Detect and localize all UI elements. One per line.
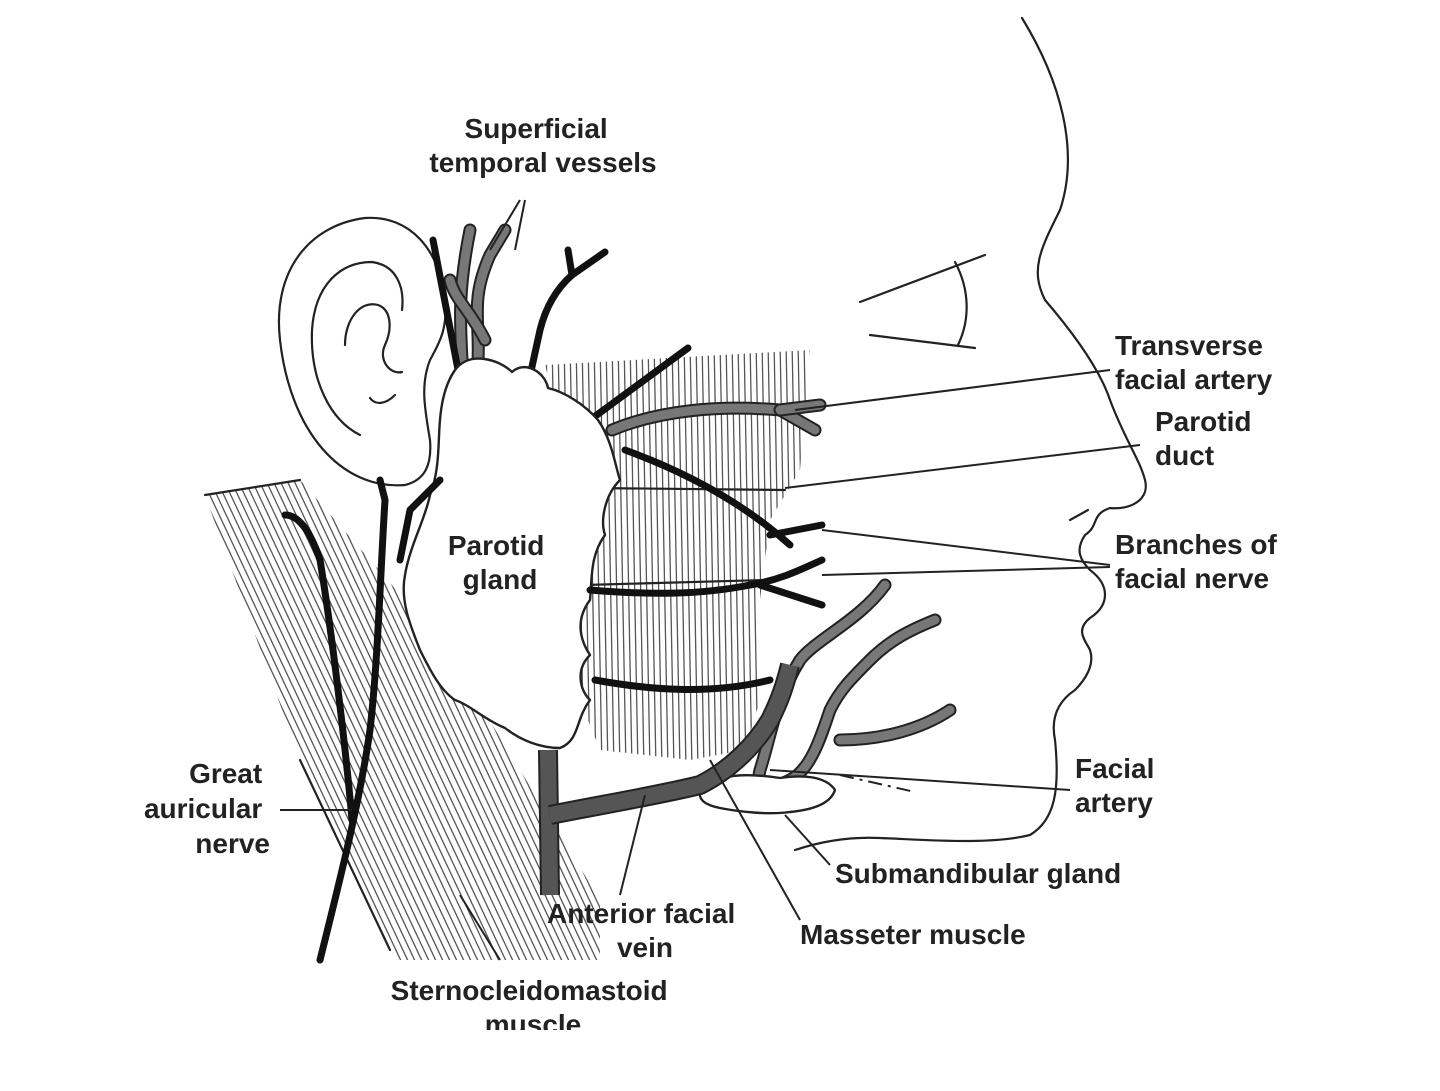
hatch-line xyxy=(0,470,235,980)
hatch-line xyxy=(0,470,193,980)
label-great-auricular-nerve: Great auricular nerve xyxy=(144,758,270,859)
lip-line xyxy=(1070,510,1088,520)
label-transverse-facial-artery: Transverse facial artery xyxy=(1115,330,1273,395)
bottom-crop xyxy=(0,1030,1440,1091)
label-masseter-muscle: Masseter muscle xyxy=(800,919,1026,950)
hatch-line xyxy=(2,470,242,980)
hatch-line xyxy=(0,470,186,980)
hatch-line xyxy=(0,470,165,980)
eye-outline xyxy=(860,255,985,348)
hatch-line xyxy=(16,470,256,980)
hatch-line xyxy=(0,470,200,980)
hatch-line xyxy=(0,470,221,980)
hatch-line xyxy=(0,470,228,980)
hatch-line xyxy=(0,470,172,980)
superficial-temporal-vessels xyxy=(450,230,505,360)
hatch-line xyxy=(0,470,214,980)
label-submandibular-gland: Submandibular gland xyxy=(835,858,1121,889)
label-branches-of-facial-nerve: Branches of facial nerve xyxy=(1115,529,1285,594)
hatch-line xyxy=(0,470,207,980)
face-profile xyxy=(795,18,1146,850)
label-facial-artery: Facial artery xyxy=(1075,753,1162,818)
label-superficial-temporal-vessels: Superficial temporal vessels xyxy=(429,113,656,178)
label-parotid-duct: Parotid duct xyxy=(1155,406,1259,471)
hatch-line xyxy=(0,470,179,980)
ear xyxy=(279,218,446,485)
hatch-line xyxy=(9,470,249,980)
